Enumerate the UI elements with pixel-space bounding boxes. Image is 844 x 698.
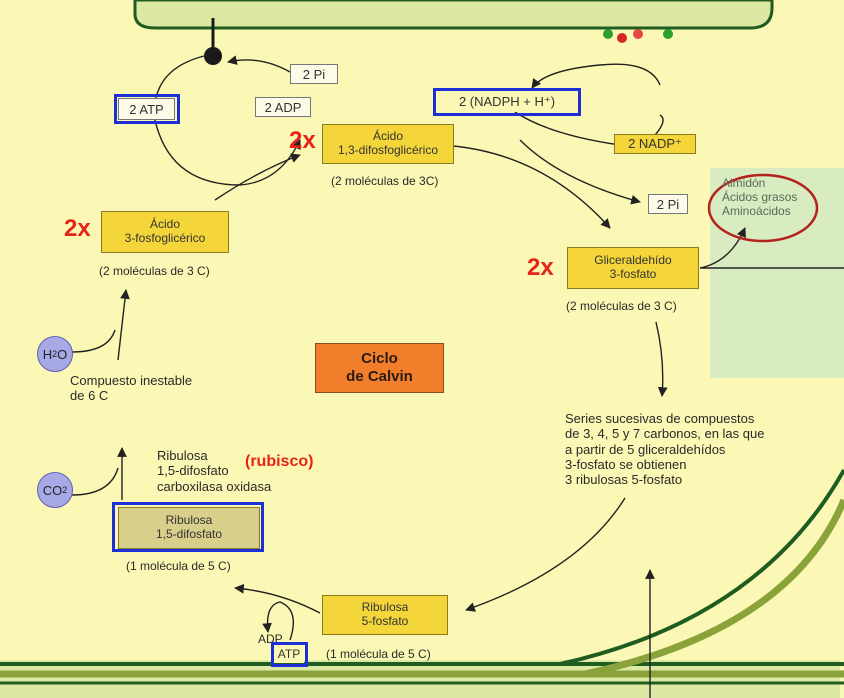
pigment-icon-2 [617, 33, 627, 43]
unstable-line2: de 6 C [70, 388, 109, 404]
atp-top-highlight [114, 94, 180, 124]
gliceraldehido-box: Gliceraldehído 3-fosfato [567, 247, 699, 289]
series-line2: de 3, 4, 5 y 7 carbonos, en las que [565, 426, 765, 442]
difosfoglicerico-caption: (2 moléculas de 3C) [331, 174, 439, 188]
fosfoglicerico-line2: 3-fosfoglicérico [124, 231, 206, 245]
pigment-icon-1 [603, 29, 613, 39]
calvin-cycle-title: Ciclo de Calvin [315, 343, 444, 393]
product-acidos-grasos: Ácidos grasos [722, 190, 798, 205]
pi-right-label: 2 Pi [656, 196, 680, 212]
series-line5: 3 ribulosas 5-fosfato [565, 472, 683, 488]
nadp-label: 2 NADP⁺ [628, 135, 682, 151]
atp-bottom-highlight [271, 642, 308, 667]
series-description: Series sucesivas de compuestos de 3, 4, … [565, 411, 764, 488]
products-highlight [707, 173, 819, 243]
fosfoglicerico-box: Ácido 3-fosfoglicérico [101, 211, 229, 253]
h2o-h: H [42, 346, 53, 362]
multiplier-difosfoglicerico: 2x [289, 127, 316, 154]
adp-top-box: 2 ADP [255, 97, 311, 117]
product-almidon: Almidón [722, 176, 766, 190]
ribulosa-difosfato-line2: 1,5-difosfato [155, 527, 223, 541]
nadph-highlight [433, 88, 581, 116]
ribulosa-fosfato-line1: Ribulosa [361, 600, 409, 615]
side-panel [710, 168, 844, 378]
enzyme-line3: carboxilasa oxidasa [157, 478, 272, 494]
nadp-box: 2 NADP⁺ [614, 134, 696, 154]
co2-sub: 2 [62, 485, 68, 495]
gliceraldehido-line1: Gliceraldehído [594, 253, 672, 268]
enzyme-label: Ribulosa 1,5-difosfato carboxilasa oxida… [157, 448, 271, 494]
difosfoglicerico-line1: Ácido [372, 129, 404, 144]
ribulosa-fosfato-box: Ribulosa 5-fosfato [322, 595, 448, 635]
product-aminoacidos: Aminoácidos [722, 204, 791, 219]
adp-top-label: 2 ADP [264, 99, 302, 115]
series-line1: Series sucesivas de compuestos [565, 411, 755, 426]
unstable-line1: Compuesto inestable [70, 373, 193, 388]
ribulosa-difosfato-caption: (1 molécula de 5 C) [126, 559, 231, 573]
fosfoglicerico-caption: (2 moléculas de 3 C) [99, 264, 210, 278]
multiplier-fosfoglicerico: 2x [64, 215, 91, 242]
enzyme-line1: Ribulosa [157, 448, 208, 463]
nadph-label: 2 (NADPH + H⁺) [458, 94, 556, 109]
ribulosa-fosfato-caption: (1 molécula de 5 C) [326, 647, 431, 661]
pi-top-label: 2 Pi [302, 66, 326, 82]
ribulosa-difosfato-box: Ribulosa 1,5-difosfato [118, 507, 260, 549]
pi-right-box: 2 Pi [648, 194, 688, 214]
series-line4: 3-fosfato se obtienen [565, 456, 687, 472]
gliceraldehido-line2: 3-fosfato [609, 267, 657, 281]
pi-top-box: 2 Pi [290, 64, 338, 84]
co2-co: CO [42, 482, 63, 498]
calvin-title-line1: Ciclo [361, 350, 398, 367]
atp-top-label: 2 ATP [129, 101, 164, 117]
membrane-curve-2 [584, 498, 844, 678]
h2o-sub: 2 [52, 349, 58, 359]
pigment-icon-3 [633, 29, 643, 39]
atp-top-box: 2 ATP [118, 98, 175, 120]
enzyme-line2: 1,5-difosfato [157, 463, 229, 479]
ribulosa-difosfato-highlight [112, 502, 264, 552]
series-line3: a partir de 5 gliceraldehídos [565, 441, 726, 457]
gliceraldehido-caption: (2 moléculas de 3 C) [566, 299, 677, 313]
ribulosa-fosfato-line2: 5-fosfato [361, 614, 409, 628]
rubisco-annotation: (rubisco) [245, 453, 314, 470]
ribulosa-difosfato-line1: Ribulosa [165, 513, 213, 528]
atp-bottom-box: ATP [274, 645, 304, 663]
multiplier-gliceraldehido: 2x [527, 254, 554, 281]
calvin-title-line2: de Calvin [346, 368, 413, 385]
difosfoglicerico-box: Ácido 1,3-difosfoglicérico [322, 124, 454, 164]
membrane-curve-1 [559, 469, 844, 666]
unstable-compound-label: Compuesto inestable de 6 C [70, 373, 192, 404]
pigment-icon-4 [663, 29, 673, 39]
products-list: Almidón Ácidos grasos Aminoácidos [722, 176, 797, 218]
fosfoglicerico-line1: Ácido [149, 217, 181, 232]
atp-bottom-label: ATP [277, 647, 301, 661]
thylakoid-top [133, 0, 774, 30]
membrane-bottom-fill [0, 660, 840, 698]
nadph-box: 2 (NADPH + H⁺) [437, 92, 577, 112]
difosfoglicerico-line2: 1,3-difosfoglicérico [337, 143, 439, 157]
h2o-o: O [57, 346, 68, 362]
atp-synthase-icon [204, 47, 222, 65]
